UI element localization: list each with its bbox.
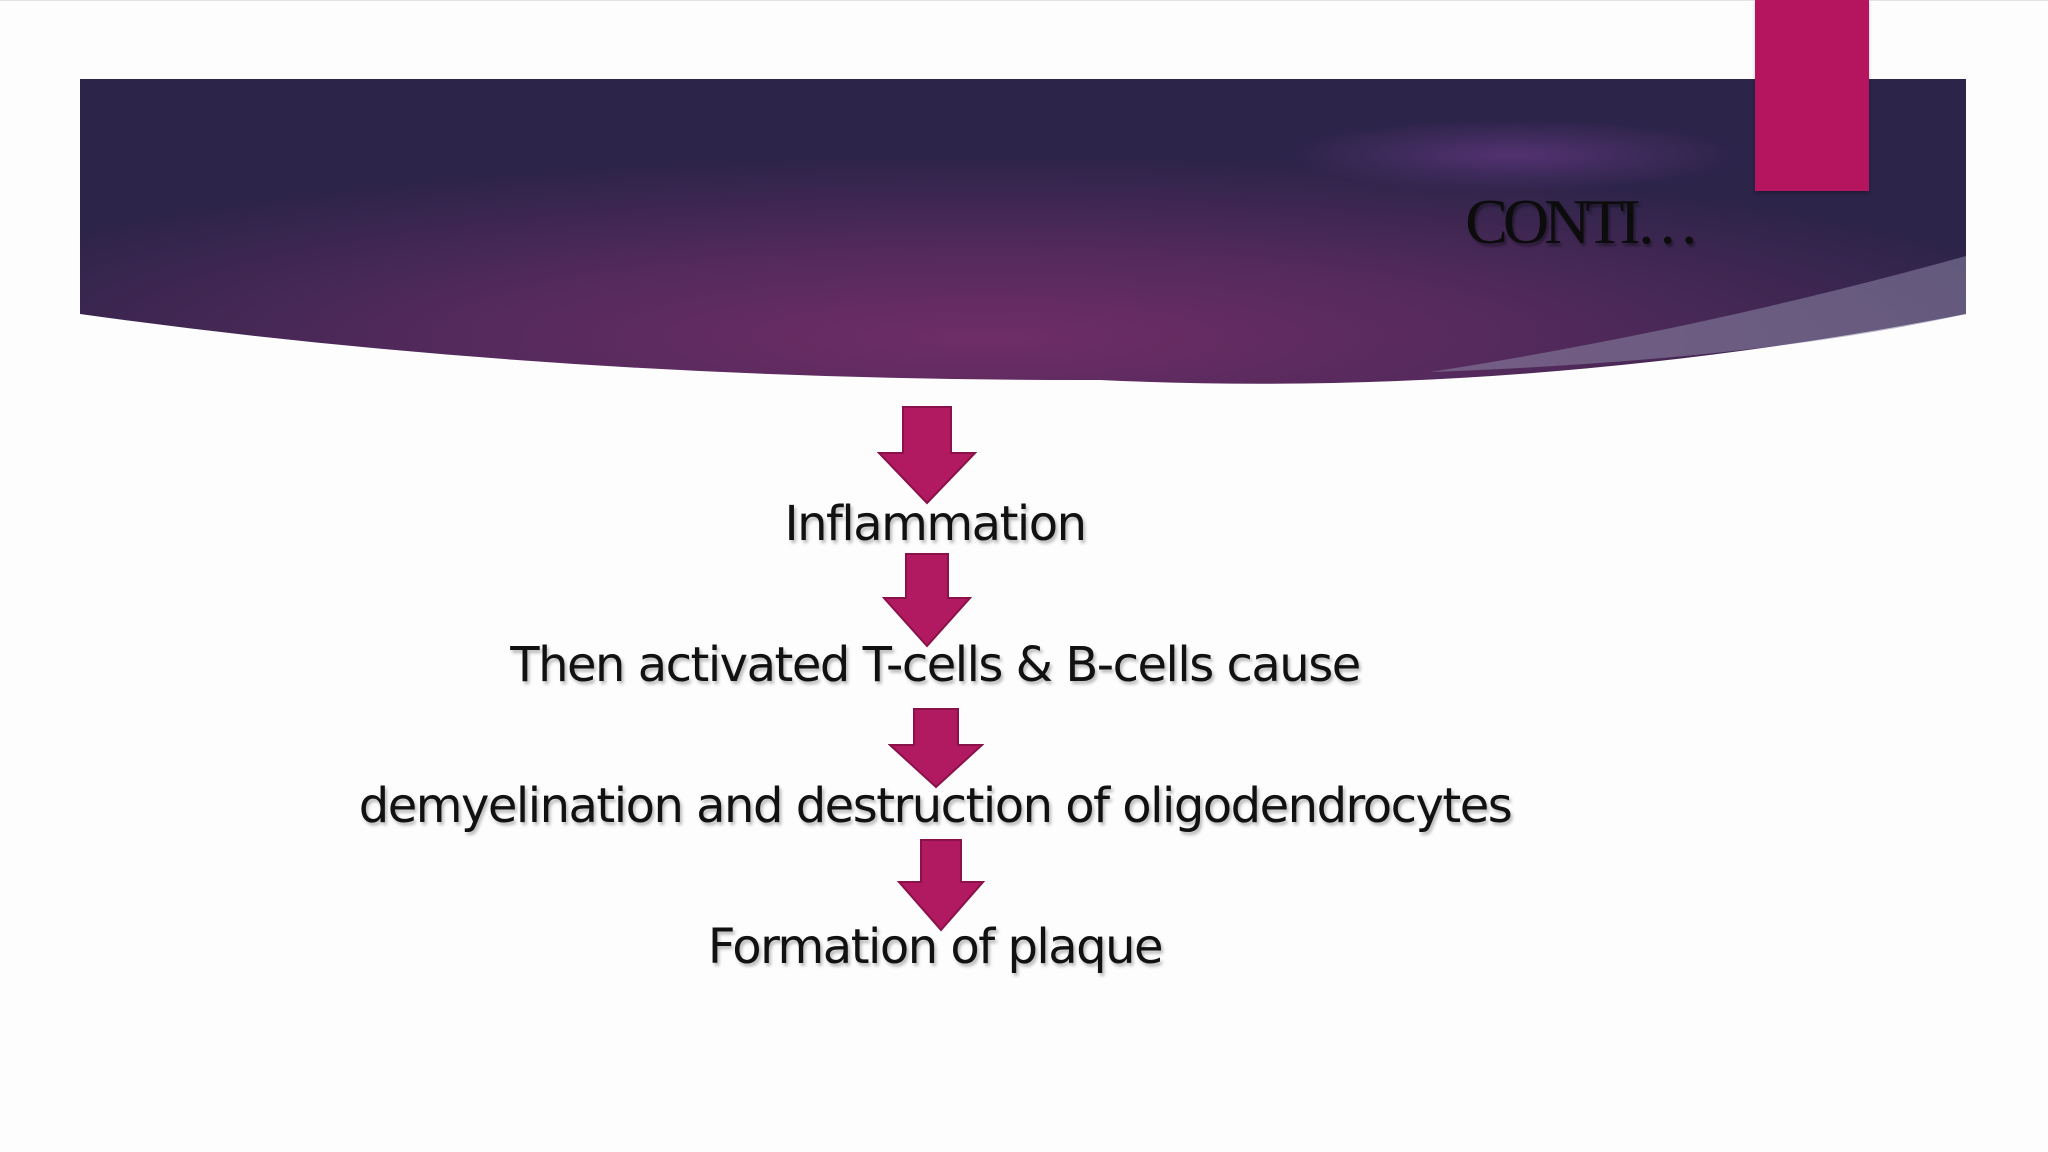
down-arrow-icon — [888, 708, 984, 789]
title-banner — [80, 79, 1966, 384]
flow-step-plaque: Formation of plaque — [707, 919, 1164, 975]
accent-tab — [1755, 0, 1869, 191]
down-arrow-icon — [877, 406, 977, 505]
down-arrow-icon — [897, 839, 985, 932]
top-divider — [0, 0, 2048, 1]
flow-step-inflammation: Inflammation — [784, 496, 1087, 552]
slide-title: CONTI… — [1465, 186, 1700, 257]
flow-step-demyelination: demyelination and destruction of oligode… — [358, 778, 1513, 834]
banner-swoosh — [1430, 256, 1966, 372]
banner-glow — [80, 79, 1966, 384]
down-arrow-icon — [882, 553, 972, 648]
flow-step-activation: Then activated T-cells & B-cells cause — [510, 637, 1361, 693]
